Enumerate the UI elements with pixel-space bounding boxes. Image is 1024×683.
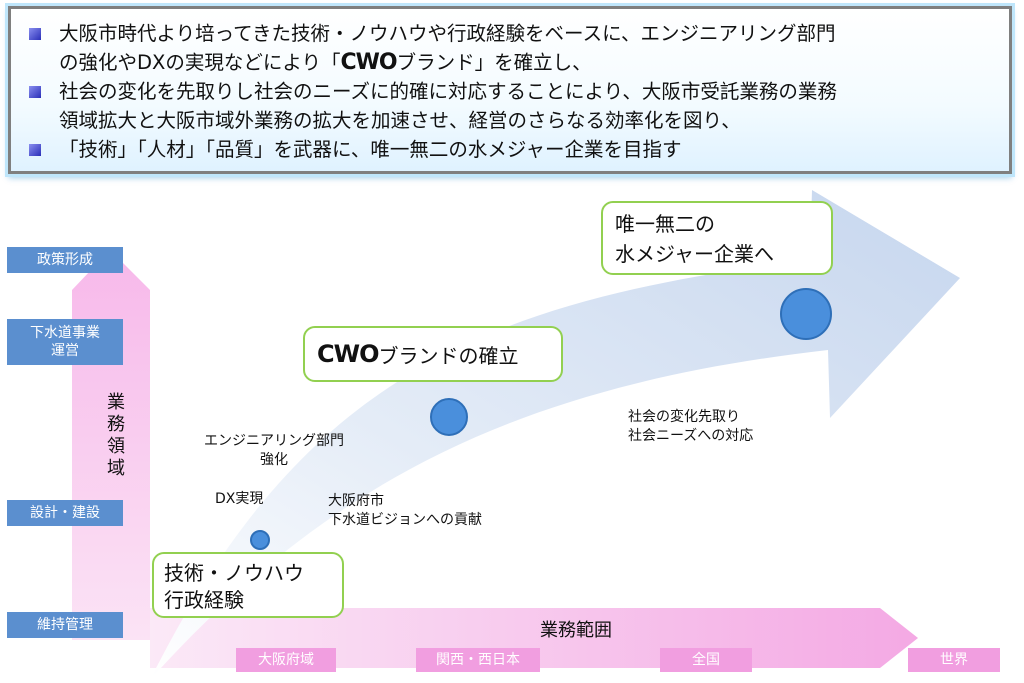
y-level-maintenance: 維持管理 — [7, 612, 123, 638]
summary-line: 領域拡大と大阪市域外業務の拡大を加速させ、経営のさらなる効率化を図り、 — [25, 106, 995, 135]
summary-text: ブランド」を確立し、 — [396, 51, 592, 74]
milestone-dot-medium — [430, 398, 468, 436]
growth-arrow — [150, 190, 960, 680]
y-level-design-construction: 設計・建設 — [7, 500, 123, 526]
cwo-logo-text: CWO — [340, 50, 397, 75]
note-dx: DX実現 — [215, 491, 264, 507]
note-vision: 大阪府市 下水道ビジョンへの貢献 — [328, 493, 482, 528]
brand-box-label: ブランドの確立 — [378, 343, 519, 368]
cwo-logo-text: CWO — [317, 340, 379, 368]
bullet-icon — [29, 86, 41, 98]
y-level-policy: 政策形成 — [7, 247, 123, 273]
x-level-osaka-pref: 大阪府域 — [236, 648, 336, 672]
milestone-dot-small — [250, 530, 270, 550]
y-level-sewer-operation: 下水道事業 運営 — [7, 319, 123, 365]
summary-text: 大阪市時代より培ってきた技術・ノウハウや行政経験をベースに、エンジニアリング部門 — [59, 22, 836, 45]
summary-text: 領域拡大と大阪市域外業務の拡大を加速させ、経営のさらなる効率化を図り、 — [59, 109, 741, 132]
x-level-world: 世界 — [908, 648, 1000, 672]
summary-line: 大阪市時代より培ってきた技術・ノウハウや行政経験をベースに、エンジニアリング部門 — [25, 19, 995, 48]
summary-line: 「技術」「人材」「品質」を武器に、唯一無二の水メジャー企業を目指す — [25, 135, 995, 164]
x-level-national: 全国 — [660, 648, 752, 672]
note-engineering: エンジニアリング部門 強化 — [204, 433, 344, 468]
x-level-kansai: 関西・西日本 — [416, 648, 540, 672]
summary-line: の強化やDXの実現などにより「CWOブランド」を確立し、 — [25, 48, 995, 77]
goal-box: 唯一無二の 水メジャー企業へ — [601, 201, 833, 275]
summary-text: の強化やDXの実現などにより「 — [59, 51, 341, 74]
start-box: 技術・ノウハウ 行政経験 — [152, 552, 344, 618]
brand-box: CWO ブランドの確立 — [303, 326, 563, 382]
bullet-icon — [29, 28, 41, 40]
y-axis-title: 業務領域 — [107, 392, 125, 479]
note-society: 社会の変化先取り 社会ニーズへの対応 — [628, 409, 754, 444]
summary-box: 大阪市時代より培ってきた技術・ノウハウや行政経験をベースに、エンジニアリング部門… — [8, 6, 1012, 174]
milestone-dot-large — [780, 288, 832, 340]
summary-text: 社会の変化を先取りし社会のニーズに的確に対応することにより、大阪市受託業務の業務 — [59, 80, 837, 103]
bullet-icon — [29, 144, 41, 156]
x-axis-title: 業務範囲 — [540, 620, 612, 641]
summary-text: 「技術」「人材」「品質」を武器に、唯一無二の水メジャー企業を目指す — [59, 138, 682, 161]
summary-line: 社会の変化を先取りし社会のニーズに的確に対応することにより、大阪市受託業務の業務 — [25, 77, 995, 106]
